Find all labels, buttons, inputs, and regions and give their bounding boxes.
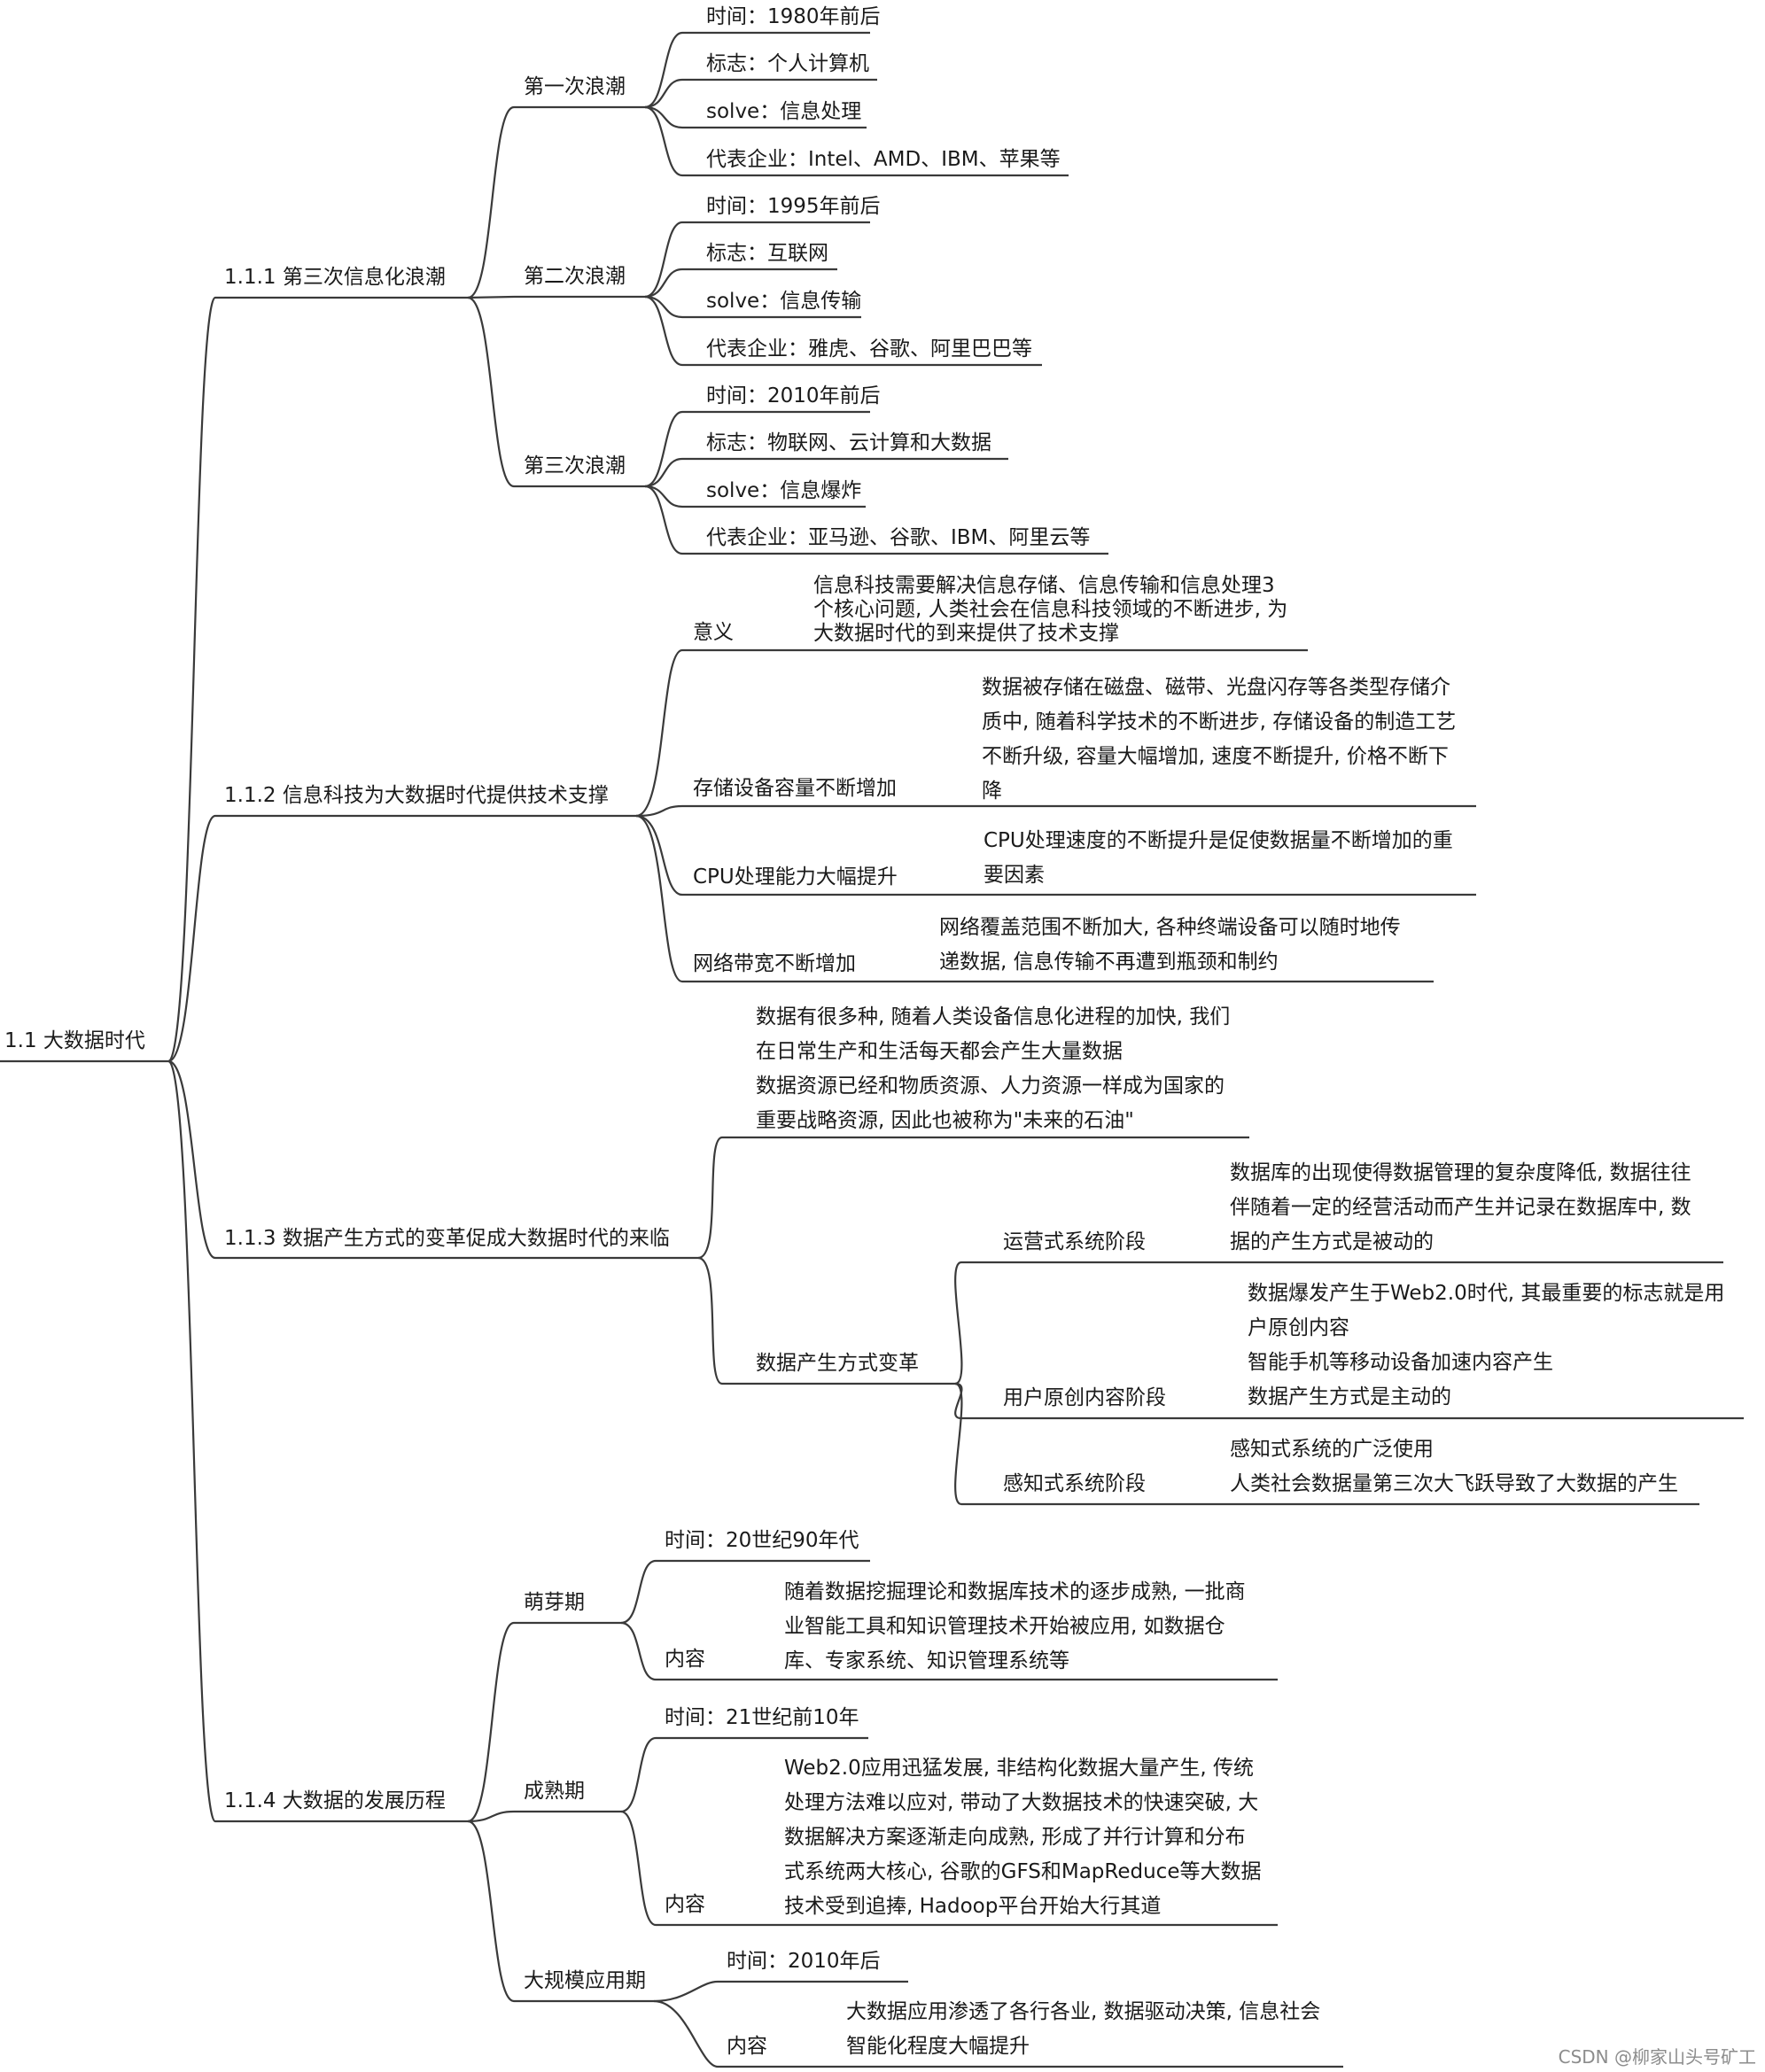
bandwidth-line: 网络覆盖范围不断加大, 各种终端设备可以随时地传 xyxy=(939,916,1401,939)
wave-2-node[interactable]: 第二次浪潮 xyxy=(524,265,626,288)
storage-line: 质中, 随着科学技术的不断进步, 存储设备的制造工艺 xyxy=(982,710,1457,733)
phase-large-scale-text: 大数据应用渗透了各行各业, 数据驱动决策, 信息社会 智能化程度大幅提升 xyxy=(846,1995,1320,2064)
meaning-line: 信息科技需要解决信息存储、信息传输和信息处理3 xyxy=(813,574,1275,597)
section-1-1-2[interactable]: 1.1.2 信息科技为大数据时代提供技术支撑 xyxy=(224,784,609,807)
ugc-stage-line: 智能手机等移动设备加速内容产生 xyxy=(1248,1351,1553,1374)
storage-text: 数据被存储在磁盘、磁带、光盘闪存等各类型存储介 质中, 随着科学技术的不断进步,… xyxy=(982,671,1456,809)
section-1-1-4[interactable]: 1.1.4 大数据的发展历程 xyxy=(224,1789,446,1812)
sensing-stage-node[interactable]: 感知式系统阶段 xyxy=(1003,1472,1146,1495)
phase-mature-text: Web2.0应用迅猛发展, 非结构化数据大量产生, 传统 处理方法难以应对, 带… xyxy=(784,1751,1261,1924)
cpu-line: 要因素 xyxy=(984,864,1045,887)
watermark: CSDN @柳家山头号矿工 xyxy=(1558,2046,1756,2068)
phase-emerging-line: 库、专家系统、知识管理系统等 xyxy=(784,1649,1069,1672)
sensing-stage-line: 人类社会数据量第三次大飞跃导致了大数据的产生 xyxy=(1230,1472,1678,1495)
meaning-line: 个核心问题, 人类社会在信息科技领域的不断进步, 为 xyxy=(813,598,1288,621)
data-intro-line: 数据有很多种, 随着人类设备信息化进程的加快, 我们 xyxy=(756,1005,1231,1028)
storage-line: 数据被存储在磁盘、磁带、光盘闪存等各类型存储介 xyxy=(982,676,1450,699)
wave-2-time[interactable]: 时间：1995年前后 xyxy=(706,195,881,218)
section-1-1-1[interactable]: 1.1.1 第三次信息化浪潮 xyxy=(224,266,446,289)
sensing-stage-line: 感知式系统的广泛使用 xyxy=(1230,1438,1434,1461)
phase-large-scale-time[interactable]: 时间：2010年后 xyxy=(727,1950,881,1973)
phase-large-scale-line: 智能化程度大幅提升 xyxy=(846,2035,1030,2058)
storage-line: 不断升级, 容量大幅增加, 速度不断提升, 价格不断下 xyxy=(982,745,1449,768)
phase-large-scale-content-node[interactable]: 内容 xyxy=(727,2035,767,2058)
phase-mature-line: Web2.0应用迅猛发展, 非结构化数据大量产生, 传统 xyxy=(784,1757,1254,1780)
wave-1-sign[interactable]: 标志：个人计算机 xyxy=(706,52,869,75)
wave-1-node[interactable]: 第一次浪潮 xyxy=(524,75,626,98)
cpu-text: CPU处理速度的不断提升是促使数据量不断增加的重 要因素 xyxy=(984,824,1453,893)
operational-stage-node[interactable]: 运营式系统阶段 xyxy=(1003,1230,1146,1253)
operational-stage-line: 数据库的出现使得数据管理的复杂度降低, 数据往往 xyxy=(1230,1161,1691,1184)
wave-2-sign[interactable]: 标志：互联网 xyxy=(706,242,828,265)
operational-stage-line: 伴随着一定的经营活动而产生并记录在数据库中, 数 xyxy=(1230,1196,1691,1219)
data-intro-line: 重要战略资源, 因此也被称为"未来的石油" xyxy=(756,1109,1134,1132)
wave-1-solve[interactable]: solve：信息处理 xyxy=(706,100,862,123)
data-change-node[interactable]: 数据产生方式变革 xyxy=(756,1352,919,1375)
wave-1-companies[interactable]: 代表企业：Intel、AMD、IBM、苹果等 xyxy=(706,148,1061,171)
meaning-line: 大数据时代的到来提供了技术支撑 xyxy=(813,622,1119,645)
phase-mature-line: 式系统两大核心, 谷歌的GFS和MapReduce等大数据 xyxy=(784,1860,1262,1883)
bandwidth-text: 网络覆盖范围不断加大, 各种终端设备可以随时地传 递数据, 信息传输不再遭到瓶颈… xyxy=(939,911,1401,980)
phase-emerging-line: 随着数据挖掘理论和数据库技术的逐步成熟, 一批商 xyxy=(784,1580,1246,1603)
phase-mature-content-node[interactable]: 内容 xyxy=(665,1893,705,1916)
phase-emerging-line: 业智能工具和知识管理技术开始被应用, 如数据仓 xyxy=(784,1615,1225,1638)
ugc-stage-line: 数据产生方式是主动的 xyxy=(1248,1385,1451,1408)
wave-3-companies[interactable]: 代表企业：亚马逊、谷歌、IBM、阿里云等 xyxy=(706,526,1091,549)
phase-mature-time[interactable]: 时间：21世纪前10年 xyxy=(665,1706,859,1729)
phase-mature-line: 技术受到追捧, Hadoop平台开始大行其道 xyxy=(784,1895,1162,1918)
bandwidth-line: 递数据, 信息传输不再遭到瓶颈和制约 xyxy=(939,951,1279,974)
cpu-node[interactable]: CPU处理能力大幅提升 xyxy=(693,865,898,889)
phase-mature-line: 处理方法难以应对, 带动了大数据技术的快速突破, 大 xyxy=(784,1791,1259,1814)
phase-emerging-content-node[interactable]: 内容 xyxy=(665,1648,705,1671)
phase-large-scale-line: 大数据应用渗透了各行各业, 数据驱动决策, 信息社会 xyxy=(846,2000,1321,2023)
phase-large-scale-node[interactable]: 大规模应用期 xyxy=(524,1969,646,1992)
ugc-stage-line: 户原创内容 xyxy=(1248,1316,1349,1339)
phase-mature-line: 数据解决方案逐渐走向成熟, 形成了并行计算和分布 xyxy=(784,1826,1246,1849)
cpu-line: CPU处理速度的不断提升是促使数据量不断增加的重 xyxy=(984,829,1453,852)
ugc-stage-text: 数据爆发产生于Web2.0时代, 其最重要的标志就是用 户原创内容 智能手机等移… xyxy=(1248,1277,1724,1415)
wave-1-time[interactable]: 时间：1980年前后 xyxy=(706,5,881,28)
wave-2-companies[interactable]: 代表企业：雅虎、谷歌、阿里巴巴等 xyxy=(706,338,1032,361)
meaning-text: 信息科技需要解决信息存储、信息传输和信息处理3 个核心问题, 人类社会在信息科技… xyxy=(813,574,1287,646)
phase-emerging-text: 随着数据挖掘理论和数据库技术的逐步成熟, 一批商 业智能工具和知识管理技术开始被… xyxy=(784,1575,1246,1679)
meaning-node[interactable]: 意义 xyxy=(693,621,734,644)
storage-line: 降 xyxy=(982,780,1002,803)
bandwidth-node[interactable]: 网络带宽不断增加 xyxy=(693,952,856,975)
section-1-1-3[interactable]: 1.1.3 数据产生方式的变革促成大数据时代的来临 xyxy=(224,1227,670,1250)
wave-3-time[interactable]: 时间：2010年前后 xyxy=(706,384,881,407)
operational-stage-line: 据的产生方式是被动的 xyxy=(1230,1230,1434,1253)
ugc-stage-line: 数据爆发产生于Web2.0时代, 其最重要的标志就是用 xyxy=(1248,1282,1725,1305)
ugc-stage-node[interactable]: 用户原创内容阶段 xyxy=(1003,1386,1166,1409)
sensing-stage-text: 感知式系统的广泛使用 人类社会数据量第三次大飞跃导致了大数据的产生 xyxy=(1230,1432,1678,1502)
wave-3-solve[interactable]: solve：信息爆炸 xyxy=(706,479,862,502)
storage-node[interactable]: 存储设备容量不断增加 xyxy=(693,777,897,800)
operational-stage-text: 数据库的出现使得数据管理的复杂度降低, 数据往往 伴随着一定的经营活动而产生并记… xyxy=(1230,1156,1691,1260)
data-intro-line: 在日常生产和生活每天都会产生大量数据 xyxy=(756,1040,1123,1063)
phase-mature-node[interactable]: 成熟期 xyxy=(524,1780,585,1803)
wave-3-node[interactable]: 第三次浪潮 xyxy=(524,454,626,477)
wave-2-solve[interactable]: solve：信息传输 xyxy=(706,290,862,313)
wave-3-sign[interactable]: 标志：物联网、云计算和大数据 xyxy=(706,431,991,454)
data-intro-line: 数据资源已经和物质资源、人力资源一样成为国家的 xyxy=(756,1075,1225,1098)
phase-emerging-time[interactable]: 时间：20世纪90年代 xyxy=(665,1529,859,1552)
root-topic[interactable]: 1.1 大数据时代 xyxy=(4,1029,145,1052)
phase-emerging-node[interactable]: 萌芽期 xyxy=(524,1591,585,1614)
data-intro-text[interactable]: 数据有很多种, 随着人类设备信息化进程的加快, 我们 在日常生产和生活每天都会产… xyxy=(756,1000,1230,1138)
